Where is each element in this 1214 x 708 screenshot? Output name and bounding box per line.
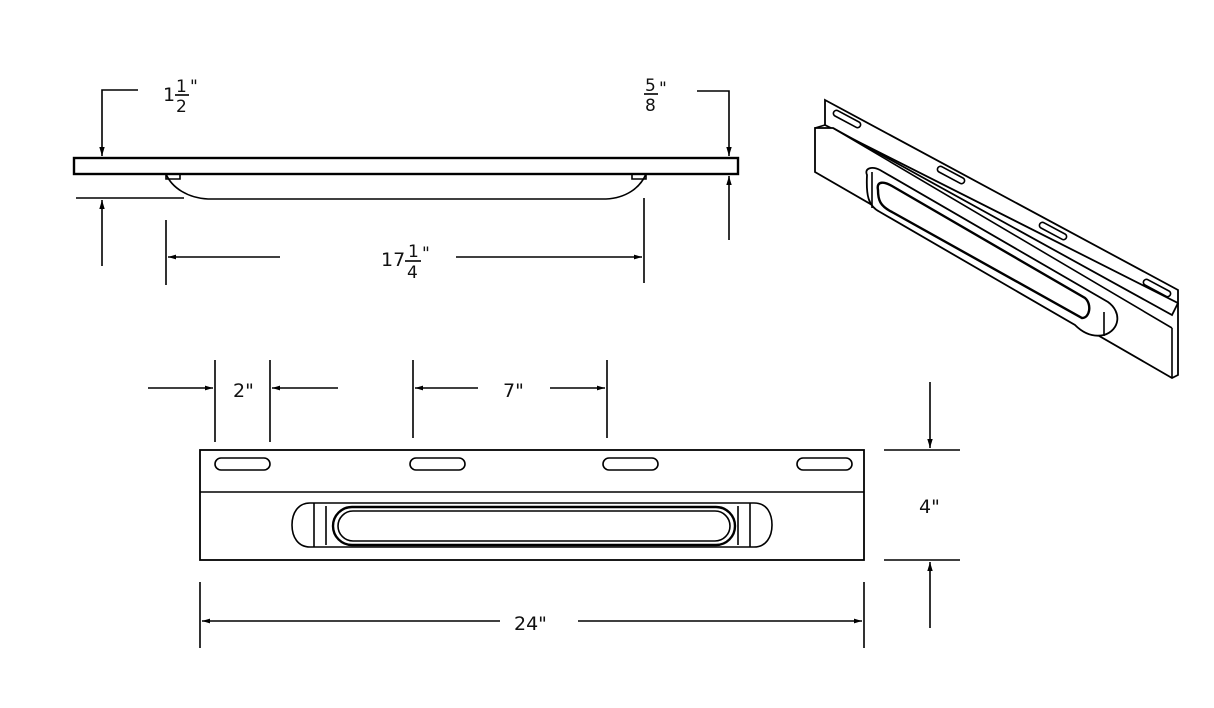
slot xyxy=(602,457,659,471)
slot xyxy=(796,457,853,471)
lens-length-extension-lines xyxy=(165,198,645,285)
height-label: 1 1 2 " xyxy=(163,77,198,117)
iso-edges xyxy=(814,124,1173,378)
height-whole: 1 xyxy=(163,84,175,106)
thickness-numerator: 5 xyxy=(645,76,656,96)
side-lens-body xyxy=(165,173,647,200)
height-denominator: 2 xyxy=(176,97,187,117)
thickness-denominator: 8 xyxy=(645,96,656,116)
width-label: 4" xyxy=(919,496,940,518)
length-extension-lines xyxy=(199,582,865,648)
iso-slot xyxy=(832,109,862,129)
slot-extension-lines xyxy=(214,360,608,442)
lens-length-label: 17 1 4 " xyxy=(381,242,430,283)
iso-slot xyxy=(1038,221,1068,241)
front-view xyxy=(148,360,960,648)
side-view xyxy=(72,89,740,285)
side-lens-end-caps xyxy=(165,174,647,180)
lens-length-whole: 17 xyxy=(381,249,405,271)
lens-length-denominator: 4 xyxy=(407,263,418,283)
thickness-dimension-arrow-top xyxy=(697,90,732,156)
side-plate xyxy=(72,156,740,176)
height-numerator: 1 xyxy=(176,77,187,97)
inch-mark: " xyxy=(659,79,667,99)
slot xyxy=(214,457,271,471)
lens xyxy=(331,505,737,547)
width-extension-lines xyxy=(884,449,960,561)
iso-lens-end-cap-lines xyxy=(871,172,1105,336)
iso-slot xyxy=(1142,278,1172,298)
inch-mark: " xyxy=(422,244,430,264)
lens-length-numerator: 1 xyxy=(408,242,419,262)
isometric-view xyxy=(814,98,1179,380)
lens-housing xyxy=(291,502,773,548)
slot-edge-label: 2" xyxy=(233,380,254,402)
iso-lens xyxy=(876,181,1091,320)
thickness-label: 5 8 " xyxy=(644,76,667,116)
height-dimension-arrow-top xyxy=(99,89,138,156)
slot-spacing-label: 7" xyxy=(503,380,524,402)
slot xyxy=(409,457,466,471)
iso-slot xyxy=(936,165,966,185)
lens-inner xyxy=(337,510,731,542)
inch-mark: " xyxy=(190,77,198,97)
length-label: 24" xyxy=(514,613,547,635)
